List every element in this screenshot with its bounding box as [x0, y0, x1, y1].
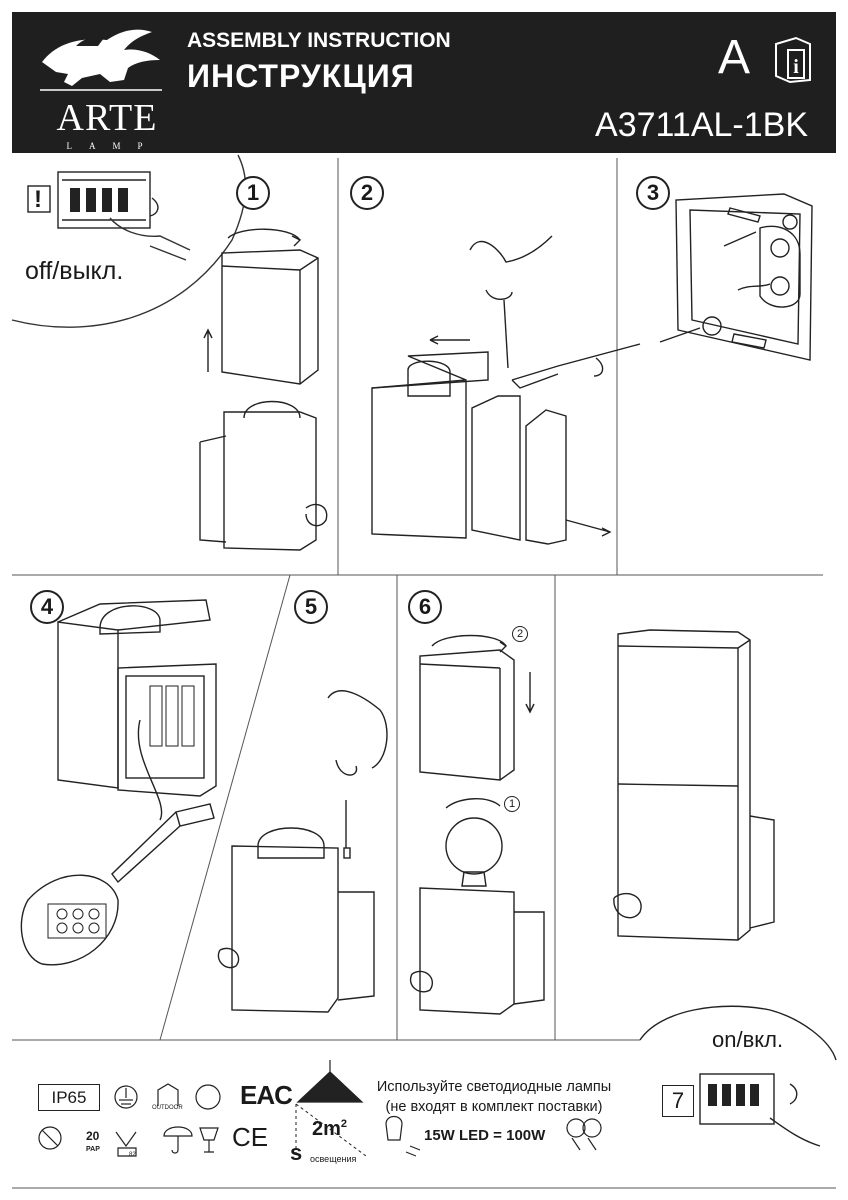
step-number-3: 3: [636, 176, 670, 210]
recycle-code: PAP: [86, 1146, 100, 1153]
title-english: ASSEMBLY INSTRUCTION: [187, 29, 451, 52]
off-switch-inset: [11, 154, 247, 328]
off-label: off/выкл.: [25, 257, 124, 285]
step5-lamp: [217, 690, 388, 1013]
step2-illustration: [371, 235, 641, 545]
class-code: 82: [129, 1152, 136, 1158]
manual-info-icon: i: [772, 36, 814, 84]
recycle-number: 20: [86, 1129, 100, 1143]
area-symbol: s: [290, 1140, 303, 1165]
step-number-2: 2: [350, 176, 384, 210]
on-switch-inset: [639, 1005, 837, 1147]
illumination-area-value: 2m: [312, 1118, 341, 1140]
step6-lamp: [409, 634, 545, 1015]
led-note-line1: Используйте светодиодные лампы: [376, 1079, 612, 1095]
led-note: Используйте светодиодные лампы (не входя…: [372, 1077, 616, 1117]
step4-wiring: [20, 599, 217, 966]
final-assembled-lamp: [613, 629, 775, 941]
brand-name: ARTE: [56, 97, 158, 139]
panel-dividers: [12, 158, 836, 1189]
step-number-4: 4: [30, 590, 64, 624]
rotate-order-1: 1: [504, 796, 520, 812]
version-letter: A: [718, 31, 751, 84]
svg-text:i: i: [793, 56, 799, 78]
footer-symbols: [38, 1060, 602, 1157]
brand-logo: ARTE LAMP: [12, 12, 182, 153]
warning-sign: !: [34, 186, 42, 213]
outdoor-label: OUTDOOR: [152, 1105, 183, 1111]
header-bar: ARTE LAMP ASSEMBLY INSTRUCTION ИНСТРУКЦИ…: [12, 12, 836, 153]
lighting-label: освещения: [310, 1154, 357, 1164]
eac-mark: EAC: [240, 1080, 293, 1110]
led-equivalent: 15W LED = 100W: [424, 1127, 546, 1144]
brand-subtitle: LAMP: [66, 141, 160, 151]
rotate-order-2: 2: [512, 626, 528, 642]
illumination-area: 2m2: [312, 1118, 347, 1141]
step-number-1: 1: [236, 176, 270, 210]
step-number-7: 7: [662, 1085, 694, 1117]
step-number-5: 5: [294, 590, 328, 624]
model-number: A3711AL-1BK: [595, 106, 808, 144]
griffin-logo-icon: [40, 29, 162, 91]
step1-lamp: [199, 228, 328, 551]
step3-wall-box: [659, 193, 813, 361]
ip-rating-badge: IP65: [38, 1084, 100, 1111]
illumination-area-sup: 2: [340, 1118, 348, 1130]
ce-mark: CE: [232, 1122, 269, 1152]
on-label: on/вкл.: [712, 1027, 784, 1052]
step-number-6: 6: [408, 590, 442, 624]
title-russian: ИНСТРУКЦИЯ: [187, 58, 415, 94]
led-note-line2: (не входят в комплект поставки): [385, 1099, 603, 1115]
